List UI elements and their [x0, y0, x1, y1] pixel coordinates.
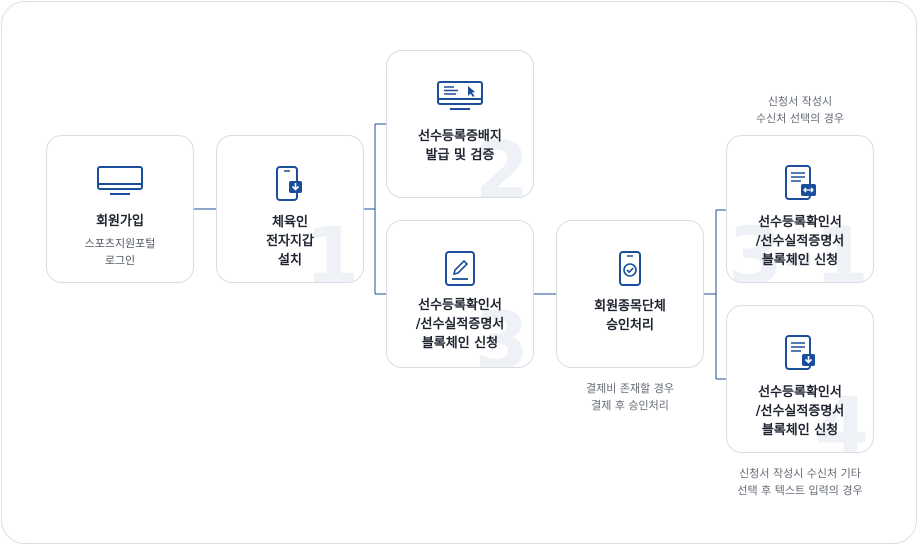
monitor-cursor-icon	[437, 81, 483, 110]
step-card-text-input: 4 선수등록확인서 /선수실적증명서 블록체인 신청	[726, 305, 874, 453]
step-subtitle: 스포츠지원포털 로그인	[84, 237, 156, 267]
step-title: 선수등록확인서 /선수실적증명서 블록체인 신청	[755, 385, 845, 438]
document-download-icon	[785, 335, 815, 370]
phone-check-icon	[619, 251, 641, 286]
phone-download-icon	[276, 166, 302, 201]
note-payment: 결제비 존재할 경우 결제 후 승인처리	[586, 382, 674, 412]
step-card-approve: 회원종목단체 승인처리	[556, 220, 704, 368]
step-title: 회원종목단체 승인처리	[594, 299, 666, 333]
step-title: 체육인 전자지갑 설치	[266, 215, 314, 268]
step-title: 회원가입	[96, 214, 144, 229]
note-select-recipient: 신청서 작성시 수신처 선택의 경우	[756, 95, 844, 125]
step-card-apply: 3 선수등록확인서 /선수실적증명서 블록체인 신청	[386, 220, 534, 368]
step-card-signup: 회원가입 스포츠지원포털 로그인	[46, 135, 194, 283]
step-number: 4	[814, 382, 869, 453]
step-card-badge: 2 선수등록증배지 발급 및 검증	[386, 50, 534, 198]
document-pen-icon	[445, 251, 475, 286]
note-text-input: 신청서 작성시 수신처 기타 선택 후 텍스트 입력의 경우	[737, 467, 863, 497]
step-number: 3-1	[728, 212, 869, 283]
step-card-select-recipient: 3-1 선수등록확인서 /선수실적증명서 블록체인 신청	[726, 135, 874, 283]
step-card-wallet: 1 체육인 전자지갑 설치	[216, 135, 364, 283]
step-title: 선수등록확인서 /선수실적증명서 블록체인 신청	[415, 298, 505, 351]
step-title: 선수등록확인서 /선수실적증명서 블록체인 신청	[755, 215, 845, 268]
step-number: 2	[474, 127, 529, 198]
step-number: 3	[474, 297, 529, 368]
document-transfer-icon	[785, 165, 816, 200]
monitor-icon	[97, 166, 143, 195]
step-title: 선수등록증배지 발급 및 검증	[418, 129, 502, 163]
step-number: 1	[304, 212, 359, 283]
